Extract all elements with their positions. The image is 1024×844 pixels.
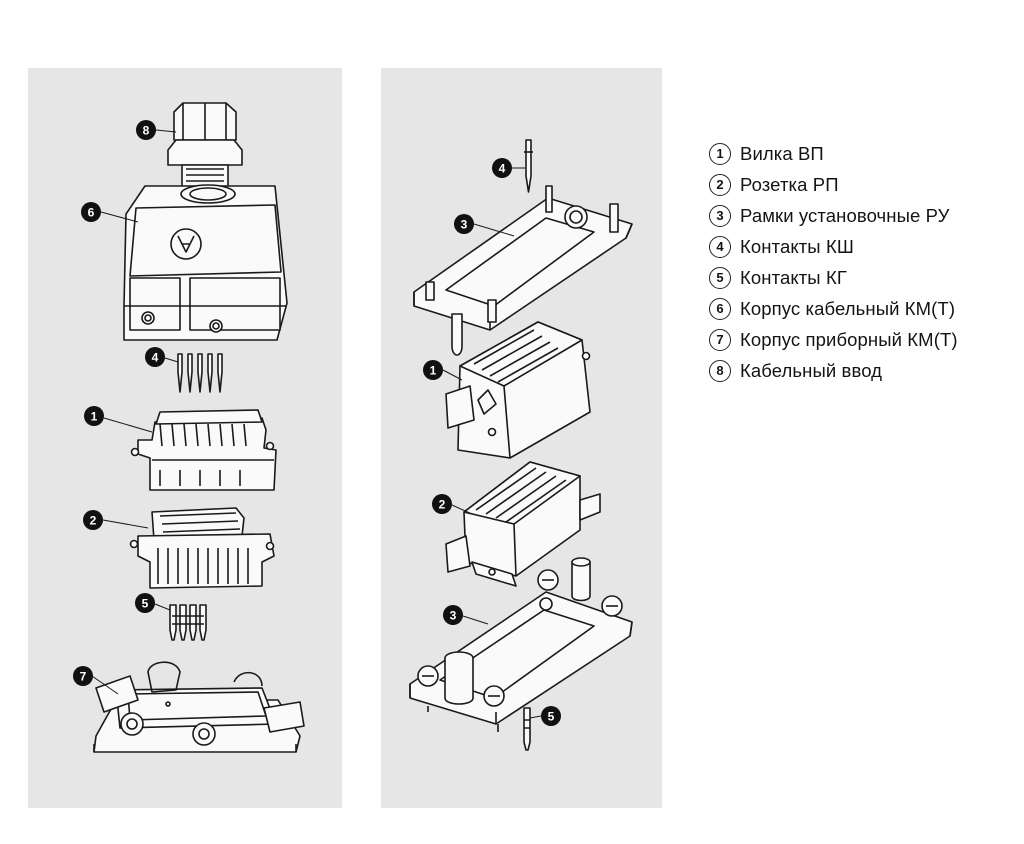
callout-marker: 2 [432, 494, 452, 514]
legend-label: Розетка РП [740, 173, 839, 195]
legend-item: 4 Контакты КШ [709, 231, 958, 262]
legend-label: Вилка ВП [740, 142, 824, 164]
callout-number: 4 [152, 351, 159, 365]
socket-contacts-left-drawing [169, 604, 207, 641]
callout-marker: 5 [541, 706, 561, 726]
callout-marker: 2 [83, 510, 103, 530]
legend-item: 7 Корпус приборный КМ(Т) [709, 324, 958, 355]
callout-number: 2 [90, 514, 97, 528]
legend-item: 3 Рамки установочные РУ [709, 200, 958, 231]
legend-number-badge: 5 [709, 266, 731, 289]
callout-marker: 4 [145, 347, 165, 367]
legend-number-badge: 2 [709, 173, 731, 196]
callout-marker: 1 [84, 406, 104, 426]
callout-marker: 4 [492, 158, 512, 178]
legend-item: 6 Корпус кабельный КМ(Т) [709, 293, 958, 324]
pin-contacts-left-drawing [177, 353, 223, 393]
mounting-frame-bottom-drawing [409, 557, 633, 732]
callout-marker: 3 [443, 605, 463, 625]
legend-number-badge: 4 [709, 235, 731, 258]
callout-marker: 6 [81, 202, 101, 222]
component-legend: 1 Вилка ВП 2 Розетка РП 3 Рамки установочны… [709, 138, 958, 386]
callout-number: 3 [450, 609, 457, 623]
male-insert-right-drawing [445, 321, 591, 459]
legend-label: Кабельный ввод [740, 359, 883, 381]
mounting-frame-top-drawing [413, 185, 633, 356]
legend-label: Контакты КШ [740, 235, 854, 257]
callouts-right: 4 3 1 2 3 5 [423, 158, 561, 726]
legend-number-badge: 7 [709, 328, 731, 351]
female-insert-right-drawing [445, 461, 601, 587]
legend-number-badge: 8 [709, 359, 731, 382]
legend-number-badge: 6 [709, 297, 731, 320]
callout-marker: 7 [73, 666, 93, 686]
callout-number: 5 [548, 710, 555, 724]
legend-label: Рамки установочные РУ [740, 204, 950, 226]
cable-housing-drawing [123, 184, 288, 341]
callout-number: 5 [142, 597, 149, 611]
legend-item: 5 Контакты КГ [709, 262, 958, 293]
callout-marker: 1 [423, 360, 443, 380]
legend-label: Контакты КГ [740, 266, 847, 288]
legend-item: 2 Розетка РП [709, 169, 958, 200]
base-housing-drawing [93, 661, 305, 753]
legend-label: Корпус кабельный КМ(Т) [740, 297, 956, 319]
callout-marker: 8 [136, 120, 156, 140]
socket-contact-right-drawing [523, 707, 531, 751]
callout-number: 3 [461, 218, 468, 232]
callout-number: 1 [430, 364, 437, 378]
callout-marker: 3 [454, 214, 474, 234]
legend-item: 1 Вилка ВП [709, 138, 958, 169]
cable-gland-drawing [167, 102, 243, 189]
male-insert-left-drawing [130, 409, 277, 491]
legend-number-badge: 3 [709, 204, 731, 227]
leader-lines [91, 129, 542, 719]
female-insert-left-drawing [129, 507, 275, 589]
legend-item: 8 Кабельный ввод [709, 355, 958, 386]
callout-number: 1 [91, 410, 98, 424]
callout-number: 6 [88, 206, 95, 220]
callout-number: 2 [439, 498, 446, 512]
callout-number: 4 [499, 162, 506, 176]
pin-contact-right-drawing [524, 139, 533, 193]
legend-label: Корпус приборный КМ(Т) [740, 328, 958, 350]
callout-number: 8 [143, 124, 150, 138]
callout-number: 7 [80, 670, 87, 684]
callout-marker: 5 [135, 593, 155, 613]
legend-number-badge: 1 [709, 142, 731, 165]
callouts-left: 8 6 4 1 2 5 7 [73, 120, 165, 686]
